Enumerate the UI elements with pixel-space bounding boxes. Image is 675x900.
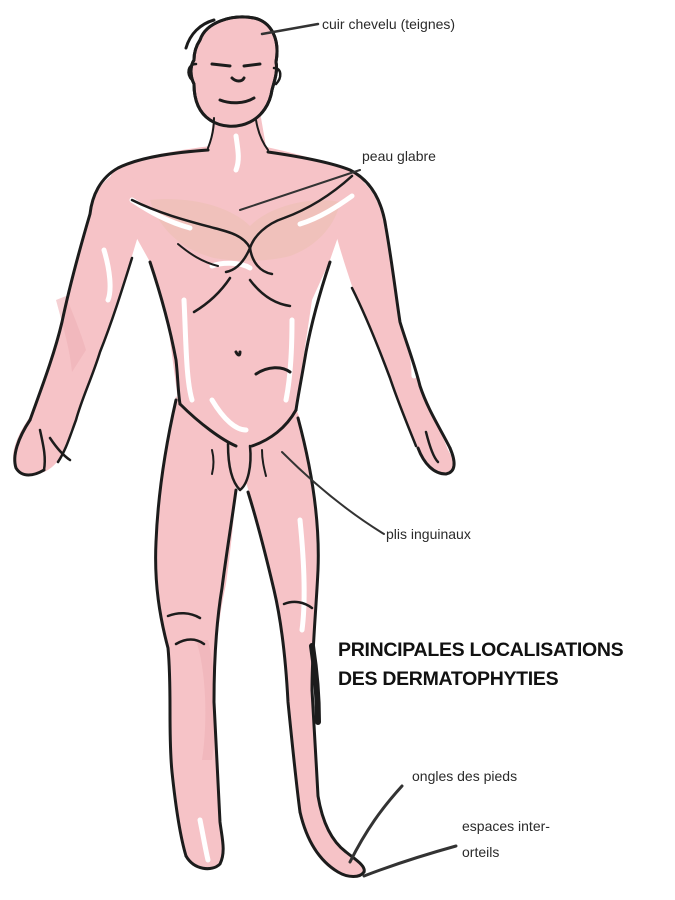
left-hand: [13, 414, 70, 475]
leader-interdigital: [364, 846, 456, 876]
title-line-2: DES DERMATOPHYTIES: [338, 665, 623, 694]
title-line-1: PRINCIPALES LOCALISATIONS: [338, 636, 623, 665]
left-eye: [212, 64, 230, 66]
label-glabrous-skin: peau glabre: [362, 148, 436, 165]
right-eye: [244, 64, 260, 66]
label-groin-folds: plis inguinaux: [386, 526, 471, 543]
leader-toenails: [350, 786, 402, 862]
diagram-title: PRINCIPALES LOCALISATIONS DES DERMATOPHY…: [338, 636, 623, 694]
right-arm: [330, 168, 453, 474]
left-leg: [156, 396, 236, 869]
label-toenails: ongles des pieds: [412, 768, 517, 785]
body-silhouette: [13, 17, 453, 876]
label-interdigital-line1: espaces inter-: [462, 818, 550, 835]
label-interdigital-line2: orteils: [462, 844, 499, 861]
label-scalp: cuir chevelu (teignes): [322, 16, 455, 33]
